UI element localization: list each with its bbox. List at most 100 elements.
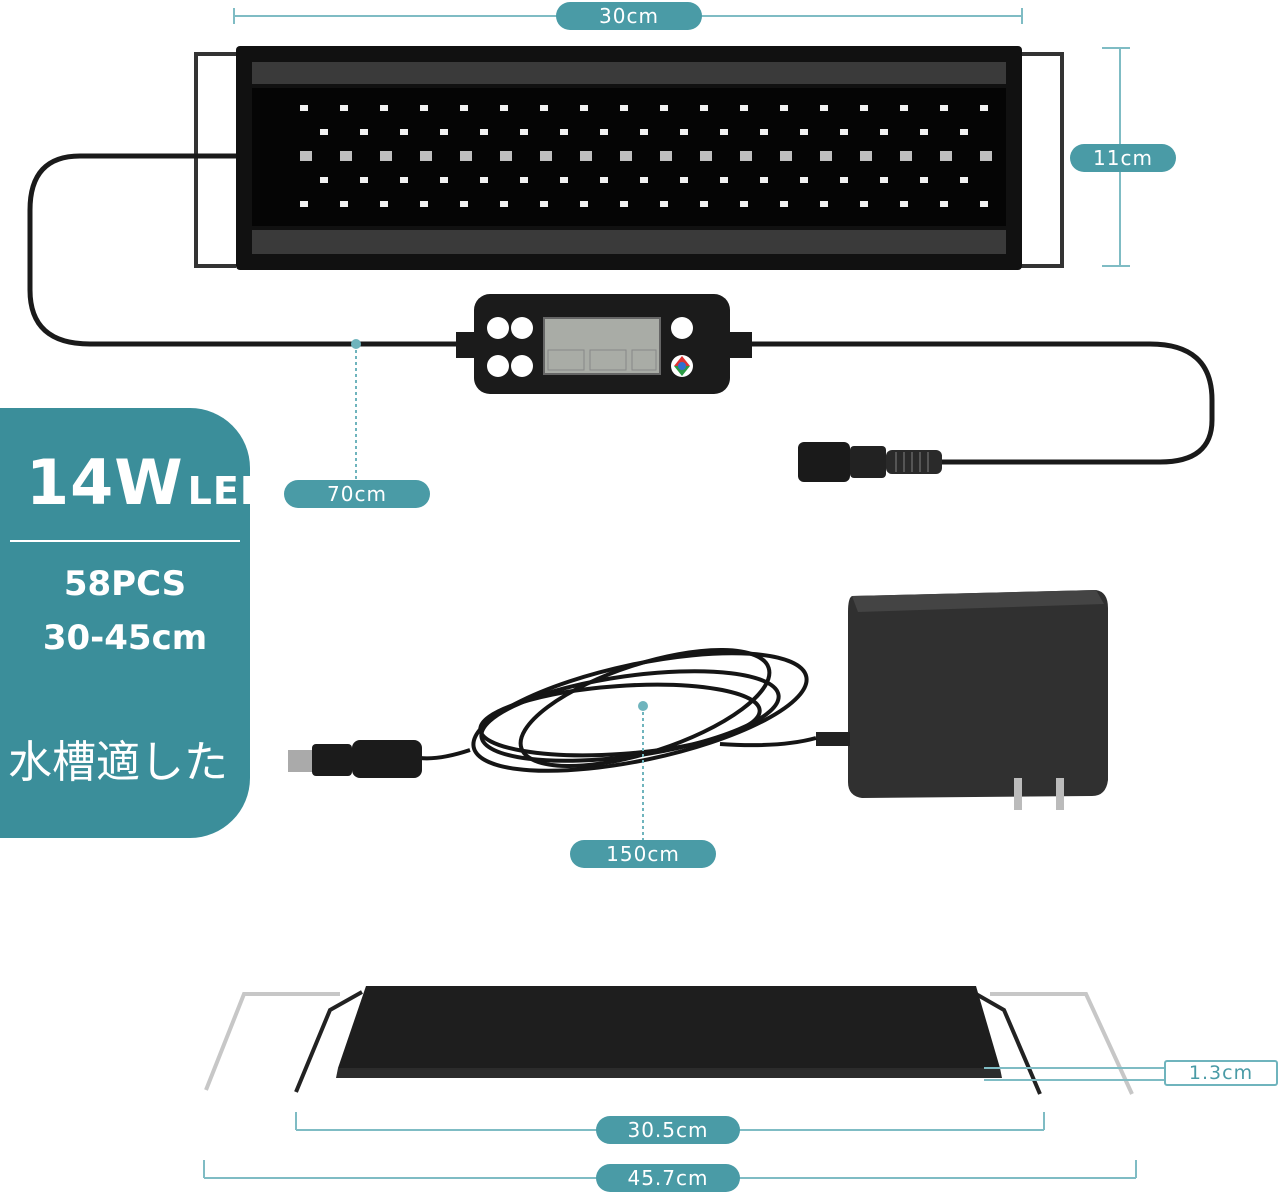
led-dot: [860, 105, 868, 111]
led-array: [300, 105, 992, 207]
led-dot: [340, 201, 348, 207]
led-dot: [300, 105, 308, 111]
led-dot: [580, 201, 588, 207]
height-label: 11cm: [1070, 144, 1176, 172]
led-dot: [540, 201, 548, 207]
led-dot: [760, 177, 768, 183]
led-dot: [800, 129, 808, 135]
thickness-label: 1.3cm: [1164, 1060, 1278, 1086]
max-length-label: 45.7cm: [596, 1164, 740, 1192]
led-dot: [820, 201, 828, 207]
led-dot: [860, 151, 872, 161]
led-dot: [900, 201, 908, 207]
adapter-cable-length-label: 150cm: [570, 840, 716, 868]
led-dot: [500, 151, 512, 161]
led-dot: [320, 129, 328, 135]
led-dot: [440, 177, 448, 183]
led-light-bar: [236, 46, 1022, 270]
led-dot: [900, 105, 908, 111]
led-dot: [840, 177, 848, 183]
led-dot: [460, 151, 472, 161]
led-dot: [740, 105, 748, 111]
led-dot: [300, 201, 308, 207]
led-dot: [960, 177, 968, 183]
power-value: 14W: [26, 446, 184, 519]
led-dot: [720, 129, 728, 135]
led-dot: [620, 105, 628, 111]
led-dot: [340, 105, 348, 111]
led-dot: [840, 129, 848, 135]
led-dot: [380, 105, 388, 111]
led-dot: [760, 129, 768, 135]
led-dot: [440, 129, 448, 135]
led-dot: [700, 201, 708, 207]
dc-socket-connector: [798, 442, 942, 482]
led-count: 58PCS: [63, 564, 187, 604]
led-dot: [740, 201, 748, 207]
remote-controller: [456, 294, 752, 394]
led-dot: [580, 105, 588, 111]
led-dot: [400, 129, 408, 135]
led-dot: [780, 201, 788, 207]
led-dot: [500, 201, 508, 207]
power-adapter: [816, 590, 1108, 810]
tank-range: 30-45cm: [42, 618, 208, 658]
led-dot: [540, 105, 548, 111]
led-dot: [560, 129, 568, 135]
led-dot: [420, 151, 432, 161]
led-dot: [660, 105, 668, 111]
bottom-light-bar: [336, 986, 1002, 1078]
led-dot: [860, 201, 868, 207]
led-dot: [460, 201, 468, 207]
led-dot: [640, 177, 648, 183]
led-dot: [600, 177, 608, 183]
led-dot: [600, 129, 608, 135]
led-dot: [540, 151, 552, 161]
led-dot: [580, 151, 592, 161]
led-dot: [480, 177, 488, 183]
led-dot: [880, 177, 888, 183]
controller-cable: [730, 341, 1215, 465]
led-dot: [500, 105, 508, 111]
led-dot: [420, 201, 428, 207]
bottom-light-extended-brackets: [204, 992, 1134, 1095]
led-dot: [640, 129, 648, 135]
led-dot: [920, 129, 928, 135]
led-dot: [780, 151, 792, 161]
spec-divider: [10, 540, 240, 542]
led-dot: [300, 151, 312, 161]
led-dot: [800, 177, 808, 183]
led-dot: [660, 201, 668, 207]
led-dot: [360, 177, 368, 183]
led-dot: [620, 201, 628, 207]
led-dot: [940, 151, 952, 161]
led-dot: [740, 151, 752, 161]
led-dot: [920, 177, 928, 183]
led-dot: [420, 105, 428, 111]
bottom-light-brackets: [294, 990, 1042, 1095]
led-dot: [320, 177, 328, 183]
led-dot: [940, 105, 948, 111]
light-cable: [27, 153, 476, 347]
led-dot: [360, 129, 368, 135]
led-dot: [340, 151, 352, 161]
led-dot: [940, 201, 948, 207]
led-dot: [400, 177, 408, 183]
led-dot: [460, 105, 468, 111]
led-dot: [480, 129, 488, 135]
led-dot: [520, 177, 528, 183]
top-light-brackets: [194, 52, 1064, 268]
led-dot: [980, 105, 988, 111]
min-length-label: 30.5cm: [596, 1116, 740, 1144]
led-dot: [820, 105, 828, 111]
led-dot: [820, 151, 832, 161]
led-dot: [980, 201, 988, 207]
led-dot: [900, 151, 912, 161]
led-dot: [560, 177, 568, 183]
led-dot: [680, 177, 688, 183]
led-dot: [620, 151, 632, 161]
power-unit: LED: [187, 469, 273, 513]
